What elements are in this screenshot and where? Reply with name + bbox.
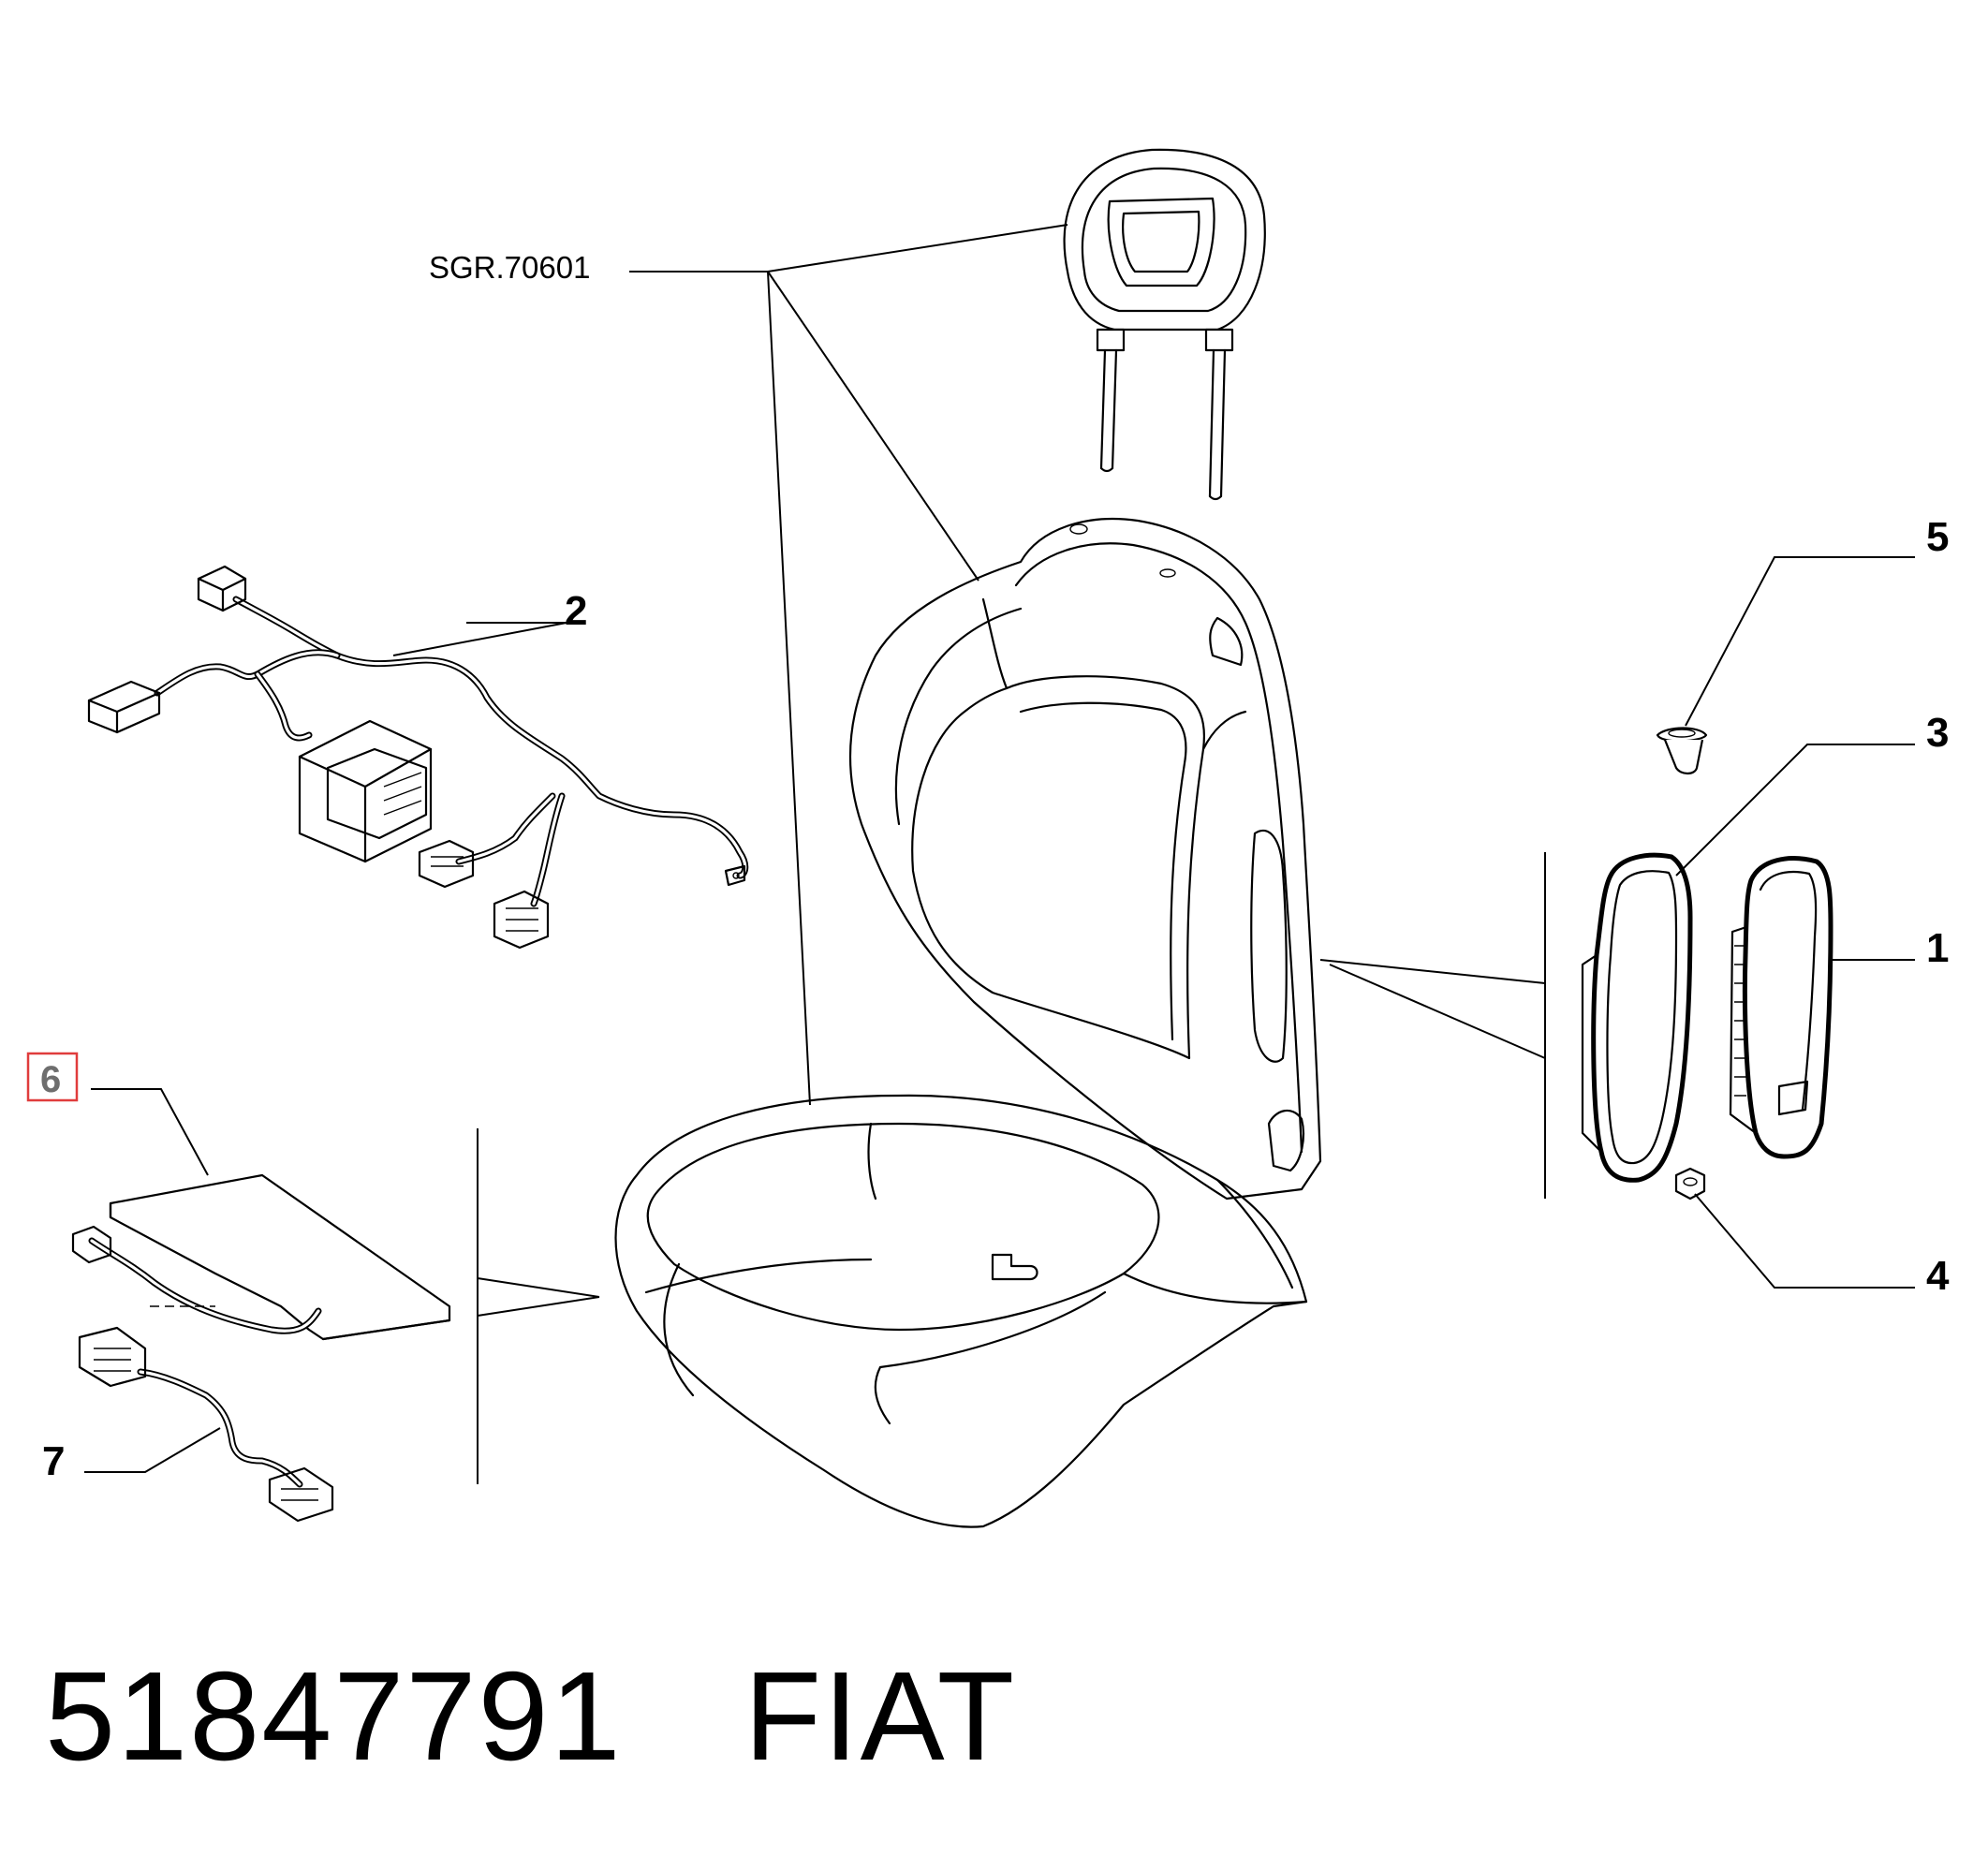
jumper-cable	[78, 1326, 334, 1523]
side-airbag-cover	[1581, 852, 1693, 1183]
footer: 51847791 FIAT	[45, 1643, 1016, 1789]
group-reference-label: SGR.70601	[429, 250, 590, 285]
part-number: 51847791	[45, 1645, 623, 1787]
callout-1: 1	[1926, 925, 1949, 971]
callout-3: 3	[1926, 710, 1949, 756]
wiring-harness	[87, 565, 749, 950]
highlight-box	[26, 1052, 79, 1102]
callout-2: 2	[565, 588, 587, 634]
callout-5: 5	[1926, 514, 1949, 560]
seat-cushion-cover	[614, 1094, 1308, 1528]
side-airbag-module	[1729, 856, 1833, 1159]
callout-6: 6	[40, 1059, 61, 1100]
callout-7: 7	[42, 1438, 65, 1484]
seat-occupancy-sensor-mat	[71, 1173, 451, 1341]
airbag-nut	[1674, 1167, 1706, 1201]
leader-lines	[84, 224, 1915, 1484]
headrest	[1063, 148, 1266, 501]
brand-name: FIAT	[744, 1645, 1017, 1787]
callout-4: 4	[1926, 1253, 1950, 1299]
push-clip	[1656, 727, 1708, 775]
seat-back-cover	[848, 517, 1322, 1201]
